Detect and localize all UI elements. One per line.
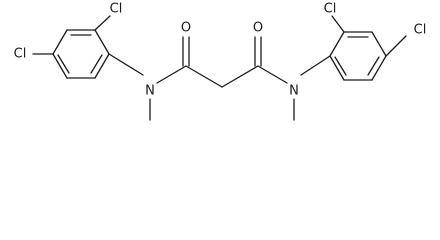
bond <box>329 31 345 57</box>
atom-label-cl: Cl <box>324 2 337 17</box>
bond-c-cl <box>385 35 407 57</box>
bond-c-n <box>108 53 144 76</box>
bond-c-cl <box>94 15 111 31</box>
bond <box>371 55 387 81</box>
atom-label-o: O <box>253 21 263 36</box>
double-bond-inner <box>367 56 380 76</box>
bond <box>371 31 387 57</box>
atom-label-o: O <box>181 21 191 36</box>
atom-label-n: N <box>145 84 155 99</box>
atom-label-cl: Cl <box>110 2 123 17</box>
double-bond-inner <box>90 54 103 74</box>
double-bond-inner <box>334 56 347 76</box>
bond-c-c <box>221 65 259 88</box>
bond <box>52 53 68 79</box>
double-bond-inner <box>57 54 70 74</box>
atom-label-n: N <box>289 84 299 99</box>
bond <box>329 55 345 81</box>
bond-carbonyl-n <box>257 65 288 84</box>
bond <box>94 53 110 79</box>
atom-label-cl: Cl <box>414 23 427 38</box>
left-aryl-ring <box>52 29 110 79</box>
bond <box>52 29 68 55</box>
atom-label-cl: Cl <box>14 47 27 62</box>
bond-n-carbonyl <box>156 65 187 84</box>
bond-n-c <box>300 55 331 76</box>
chemical-structure: Cl Cl O O N N Cl Cl <box>14 2 427 121</box>
bond-c-cl <box>331 15 345 33</box>
bond-c-c <box>185 65 223 88</box>
bond <box>94 29 110 55</box>
right-aryl-ring <box>329 31 387 81</box>
